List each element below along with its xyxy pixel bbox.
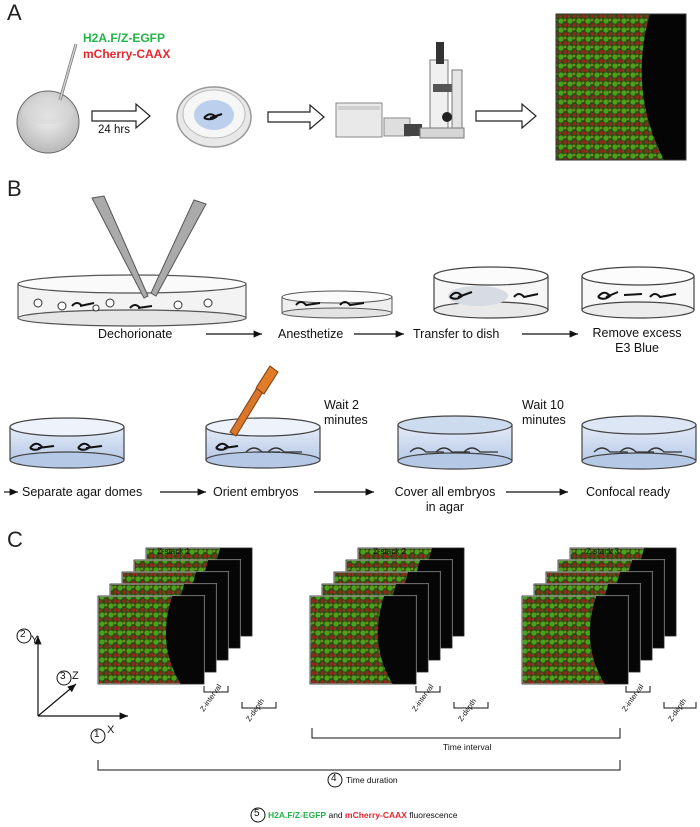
step-transfer-label: Transfer to dish (413, 327, 500, 341)
panel-b-remove-e3-dish (581, 266, 695, 319)
panel-a-arrow-3 (475, 102, 537, 130)
z-stack-3-label: Z-stack 3 (586, 547, 619, 556)
panel-b-separate-domes-dish (9, 417, 125, 469)
construct-mcherry-label: mCherry-CAAX (83, 47, 171, 61)
panel-a-confocal-image (556, 14, 686, 160)
legend-and: and (328, 810, 343, 820)
step-anesthetize-label: Anesthetize (278, 327, 344, 341)
z-stack-1-label: Z-stack 1 (157, 547, 190, 556)
axes (34, 636, 128, 720)
wait-2-minutes-label: Wait 2 minutes (324, 398, 384, 428)
step-confocal-ready-label: Confocal ready (586, 485, 671, 499)
time-interval-label: Time interval (443, 742, 492, 752)
step-cover-line2: in agar (425, 500, 465, 514)
panel-a-dish (176, 86, 252, 148)
step-remove-e3-line1: Remove excess (592, 326, 682, 340)
axis-y-label: Y (31, 634, 39, 646)
wait-10-line2: minutes (522, 413, 566, 427)
panel-a-arrow-1 (91, 102, 151, 130)
marker-4: 4 (331, 773, 337, 784)
panel-b-anesthetize-dish (281, 290, 393, 319)
axis-markers (16, 628, 343, 823)
axis-x-label: X (107, 724, 115, 736)
z-stack-2-label: Z-stack 2 (373, 547, 406, 556)
step-separate-domes-label: Separate agar domes (22, 485, 143, 499)
step-remove-e3-line2: E3 Blue (615, 341, 659, 355)
panel-label-c: C (7, 527, 23, 552)
step-cover-line1: Cover all embryos (394, 485, 496, 499)
panel-b-cover-agar-dish (397, 415, 513, 470)
panel-b-transfer-dish (433, 266, 549, 319)
panel-b-confocal-ready-dish (581, 415, 697, 470)
panel-label-a: A (7, 0, 22, 25)
brackets (97, 686, 697, 771)
panel-b-orient-dish (205, 365, 321, 469)
fluorescence-legend: H2A.F/Z-EGFP and mCherry-CAAX fluorescen… (268, 810, 457, 820)
stack-3-slice-1 (521, 595, 629, 685)
marker-5: 5 (254, 808, 260, 819)
stack-2-slice-1 (309, 595, 417, 685)
step-dechorionate-label: Dechorionate (98, 327, 173, 341)
z-stacks (97, 547, 677, 685)
marker-2: 2 (20, 629, 26, 640)
time-24hrs-label: 24 hrs (98, 124, 130, 136)
construct-egfp-label: H2A.F/Z-EGFP (83, 31, 166, 45)
step-orient-label: Orient embryos (213, 485, 299, 499)
stack-1-slice-1 (97, 595, 205, 685)
wait-10-line1: Wait 10 (522, 398, 564, 412)
time-duration-label: Time duration (346, 775, 398, 785)
legend-mcherry: mCherry-CAAX (345, 810, 407, 820)
panel-label-b: B (7, 176, 22, 201)
step-cover-agar-label: Cover all embryos in agar (380, 485, 510, 515)
legend-egfp: H2A.F/Z-EGFP (268, 810, 327, 820)
legend-suffix: fluorescence (409, 810, 458, 820)
wait-2-line1: Wait 2 (324, 398, 359, 412)
panel-a-arrow-2 (267, 103, 325, 131)
wait-2-line2: minutes (324, 413, 368, 427)
axis-z-label: Z (72, 670, 79, 682)
panel-a-egg (16, 43, 80, 154)
panel-a-microscope (335, 42, 465, 139)
marker-1: 1 (94, 729, 100, 740)
step-remove-e3-label: Remove excess E3 Blue (580, 326, 694, 356)
wait-10-minutes-label: Wait 10 minutes (522, 398, 582, 428)
panel-b-dechorionate-dish (17, 195, 247, 327)
marker-3: 3 (60, 671, 66, 682)
